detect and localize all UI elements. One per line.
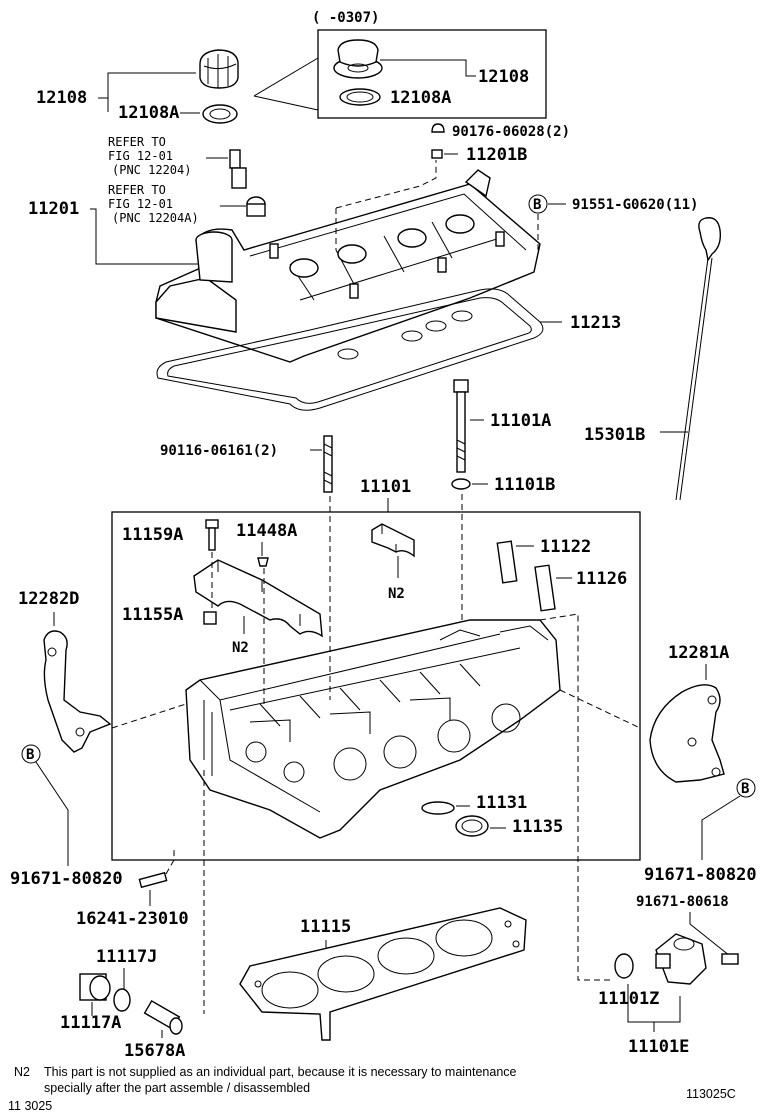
seal-11131 — [421, 801, 455, 815]
head-bolt-11101a — [453, 379, 469, 473]
label-11101e: 11101E — [628, 1037, 689, 1057]
pin-11448a — [257, 557, 269, 567]
label-15678a: 15678A — [124, 1041, 185, 1061]
label-11155a: 11155A — [122, 605, 183, 625]
marker-b-right — [736, 778, 756, 798]
label-12281a: 12281A — [668, 643, 729, 663]
label-16241: 16241-23010 — [76, 909, 189, 929]
label-91671-80820-right: 91671-80820 — [644, 865, 757, 885]
washer-11101b — [451, 478, 471, 490]
label-11117a: 11117A — [60, 1013, 121, 1033]
label-90116: 90116-06161(2) — [160, 443, 278, 459]
label-11201: 11201 — [28, 199, 79, 219]
refer2-line2: FIG 12-01 — [108, 197, 173, 211]
bolt-11159a — [205, 519, 219, 551]
label-91671-80618: 91671-80618 — [636, 894, 729, 910]
valve-guide-11126 — [534, 564, 556, 612]
marker-b-left-letter: B — [26, 747, 34, 763]
valve-cover — [155, 169, 541, 363]
bearing-cap-left — [193, 559, 323, 638]
cam-sensor — [655, 933, 707, 985]
refer1-line1: REFER TO — [108, 135, 166, 149]
bracket-12281a — [649, 684, 725, 783]
cylinder-head-box — [111, 511, 641, 861]
stud-90116 — [323, 435, 333, 493]
label-11101b: 11101B — [494, 475, 555, 495]
marker-n2-left: N2 — [232, 640, 249, 656]
label-15301b: 15301B — [584, 425, 645, 445]
marker-b-top — [528, 194, 548, 214]
note-line1: This part is not supplied as an individu… — [44, 1065, 517, 1079]
label-91671-80820-left: 91671-80820 — [10, 869, 123, 889]
label-12282d: 12282D — [18, 589, 79, 609]
refer1-line2: FIG 12-01 — [108, 149, 173, 163]
label-11101a: 11101A — [490, 411, 551, 431]
label-90176: 90176-06028(2) — [452, 124, 570, 140]
plug-11117a — [79, 973, 111, 1001]
valve-guide-11122 — [496, 540, 518, 584]
label-11131: 11131 — [476, 793, 527, 813]
variant-range-label: ( -0307) — [312, 10, 379, 26]
note-line2: specially after the part assemble / disa… — [44, 1081, 310, 1095]
label-11101: 11101 — [360, 477, 411, 497]
pcv-grommet — [246, 196, 266, 217]
page-code: 11 3025 — [8, 1099, 52, 1112]
label-11448a: 11448A — [236, 521, 297, 541]
label-11101z: 11101Z — [598, 989, 659, 1009]
nut-90176 — [431, 123, 445, 133]
label-11117j: 11117J — [96, 947, 157, 967]
label-11213: 11213 — [570, 313, 621, 333]
marker-b-top-letter: B — [533, 197, 541, 213]
label-12108a-right: 12108A — [390, 88, 451, 108]
bolt-91671-80618 — [721, 953, 739, 965]
label-11122: 11122 — [540, 537, 591, 557]
label-12108-right: 12108 — [478, 67, 529, 87]
sensor-15678a — [143, 999, 183, 1035]
label-12108-left: 12108 — [36, 88, 87, 108]
oil-dipstick — [675, 217, 722, 501]
head-gasket — [239, 907, 527, 1041]
label-11159a: 11159A — [122, 525, 183, 545]
oil-filler-cap-right — [333, 39, 383, 79]
dowel-11155a — [203, 611, 217, 625]
label-11115: 11115 — [300, 917, 351, 937]
oil-cap-gasket-right — [339, 88, 381, 106]
oil-cap-gasket-left — [202, 104, 238, 124]
refer1-line3: (PNC 12204) — [112, 163, 191, 177]
bearing-cap-center — [371, 523, 415, 558]
marker-n2-center: N2 — [388, 586, 405, 602]
bracket-12282d — [43, 630, 112, 753]
stud-16241 — [138, 871, 168, 889]
figure-code: 113025C — [686, 1087, 736, 1101]
gasket-11117j — [113, 988, 131, 1012]
label-91551: 91551-G0620(11) — [572, 197, 698, 213]
pcv-valve — [229, 149, 247, 189]
grommet-11201b — [431, 149, 443, 159]
variant-box — [317, 29, 547, 119]
cylinder-head — [185, 619, 561, 839]
label-11126: 11126 — [576, 569, 627, 589]
valve-cover-gasket — [156, 288, 544, 411]
refer2-line1: REFER TO — [108, 183, 166, 197]
marker-b-right-letter: B — [741, 781, 749, 797]
oring-11101z — [614, 953, 634, 979]
note-key: N2 — [14, 1065, 30, 1079]
label-11135: 11135 — [512, 817, 563, 837]
plug-11135 — [455, 815, 489, 837]
oil-filler-cap-left — [199, 49, 239, 89]
label-11201b: 11201B — [466, 145, 527, 165]
refer2-line3: (PNC 12204A) — [112, 211, 199, 225]
marker-b-left — [21, 744, 41, 764]
label-12108a-left: 12108A — [118, 103, 179, 123]
